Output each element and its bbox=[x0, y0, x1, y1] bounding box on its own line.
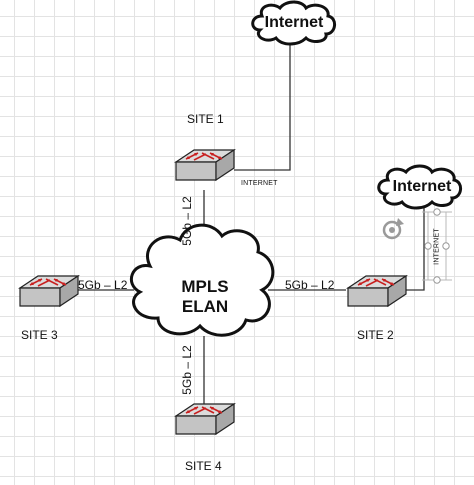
site3-label: SITE 3 bbox=[21, 328, 58, 342]
link-label-mpls-site4: 5Gb – L2 bbox=[180, 345, 194, 395]
site2-label: SITE 2 bbox=[357, 328, 394, 342]
connector-handle bbox=[424, 242, 432, 250]
link-label-site3-mpls: 5Gb – L2 bbox=[78, 278, 128, 292]
mpls-label-line2: ELAN bbox=[181, 297, 229, 316]
refresh-icon[interactable] bbox=[382, 218, 404, 240]
connector-handle bbox=[442, 242, 450, 250]
link-label-mpls-site2: 5Gb – L2 bbox=[285, 278, 335, 292]
site1-label: SITE 1 bbox=[187, 112, 224, 126]
internet-connector-selection[interactable] bbox=[422, 208, 452, 284]
connector-handle bbox=[433, 276, 441, 284]
internet-right-label: Internet bbox=[392, 178, 452, 195]
site4-label: SITE 4 bbox=[185, 459, 222, 473]
link-site2-internet bbox=[402, 200, 425, 291]
internet-cloud-top-icon bbox=[251, 0, 336, 46]
internet-top-label: Internet bbox=[264, 14, 324, 31]
mpls-label-line1: MPLS bbox=[181, 277, 229, 296]
link-lines bbox=[66, 42, 425, 404]
link-label-site1-internet: INTERNET bbox=[241, 180, 278, 187]
switch-icon-site1[interactable] bbox=[175, 149, 235, 181]
switch-icon-site4[interactable] bbox=[175, 403, 235, 435]
link-site1-internet bbox=[234, 42, 291, 171]
link-label-site2-internet: INTERNET bbox=[433, 228, 441, 265]
link-label-site1-mpls: 5Gb – L2 bbox=[180, 196, 194, 246]
connector-handle bbox=[433, 208, 441, 216]
mpls-cloud-icon bbox=[129, 223, 275, 337]
switch-icon-site2[interactable] bbox=[347, 275, 407, 307]
internet-cloud-right-icon bbox=[377, 164, 462, 210]
switch-icon-site3[interactable] bbox=[19, 275, 79, 307]
